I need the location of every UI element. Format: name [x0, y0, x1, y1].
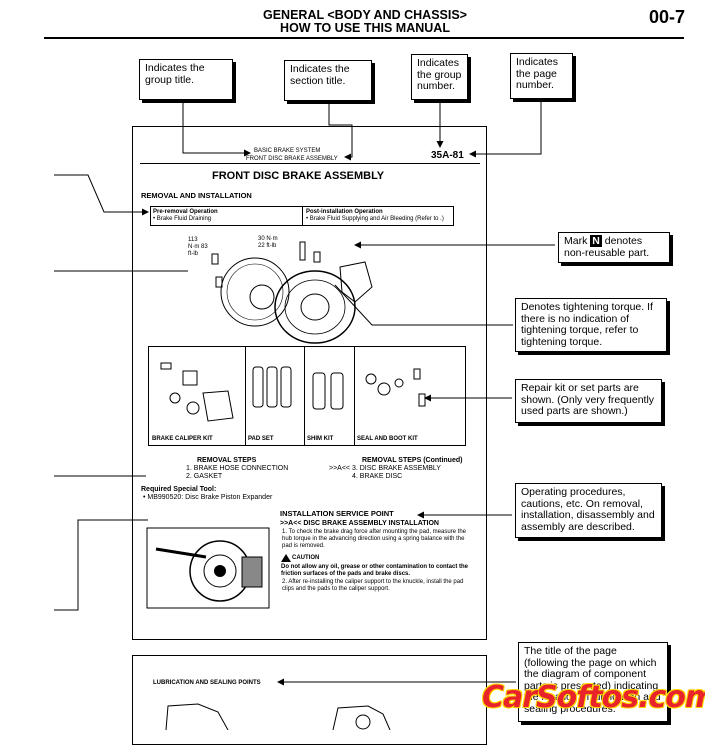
kit-label-pad: PAD SET [248, 436, 274, 442]
pre-op-item: • Brake Fluid Draining [153, 216, 212, 222]
header-title: GENERAL <BODY AND CHASSIS> HOW TO USE TH… [200, 9, 530, 35]
nonreusable-mark-icon: N [590, 235, 602, 247]
post-op-item: • Brake Fluid Supplying and Air Bleeding… [306, 216, 444, 222]
removal-step-1: 1. BRAKE HOSE CONNECTION [186, 465, 289, 472]
header-line2: HOW TO USE THIS MANUAL [280, 21, 450, 35]
callout-group-number: Indicates the group number. [411, 54, 468, 100]
header-line1: GENERAL <BODY AND CHASSIS> [263, 8, 467, 22]
page-number: 00-7 [648, 7, 685, 27]
isp-head: INSTALLATION SERVICE POINT [280, 509, 394, 518]
watermark-text: CarSoftos.com [482, 680, 705, 715]
sample-subtitle: REMOVAL AND INSTALLATION [141, 191, 252, 200]
caution-label: CAUTION [292, 555, 320, 561]
pad-set-drawing [252, 366, 292, 408]
kit-label-seal: SEAL AND BOOT KIT [357, 436, 418, 442]
watermark-logo: CarSoftos.com [482, 680, 705, 715]
post-op-head: Post-installation Operation [306, 209, 383, 215]
callout-procedures: Operating procedures, cautions, etc. On … [515, 483, 662, 538]
operation-table: Pre-removal Operation • Brake Fluid Drai… [150, 206, 454, 226]
torque-label-1: 113 N·m 83 ft-lb [188, 237, 208, 257]
torque-label-2: 30 N·m 22 ft-lb [258, 236, 278, 249]
isp-text-1: 1. To check the brake drag force after m… [282, 529, 466, 549]
seal-kit-drawing [365, 368, 426, 407]
nonreusable-pre: Mark [564, 235, 588, 247]
removal-step-2: 2. GASKET [186, 473, 223, 480]
kit-label-caliper: BRAKE CALIPER KIT [152, 436, 213, 442]
removal-step-4: 4. BRAKE DISC [352, 473, 403, 480]
callout-repair-kit: Repair kit or set parts are shown. (Only… [515, 379, 662, 423]
caliper-kit-drawing [160, 362, 234, 422]
callout-nonreusable: Mark N denotes non-reusable part. [558, 232, 670, 263]
callout-torque: Denotes tightening torque. If there is n… [515, 298, 667, 352]
header-divider [44, 37, 684, 39]
hub-torque-illustration [146, 527, 270, 609]
isp-text-2: 2. After re-installing the caliper suppo… [282, 579, 464, 592]
removal-steps-cont-head: REMOVAL STEPS (Continued) [362, 457, 463, 464]
isp-sub: >>A<< DISC BRAKE ASSEMBLY INSTALLATION [280, 520, 439, 527]
callout-page-title: The title of the page (following the pag… [518, 642, 668, 722]
sample-section: FRONT DISC BRAKE ASSEMBLY [246, 156, 338, 162]
callout-section-title: Indicates the section title. [284, 60, 372, 101]
kit-divider-3 [354, 347, 355, 445]
table-divider [302, 207, 303, 225]
brake-assembly-illustration [211, 241, 373, 344]
sample-group: BASIC BRAKE SYSTEM [254, 148, 321, 154]
special-tool-head: Required Special Tool: [141, 486, 217, 493]
kit-label-shim: SHIM KIT [307, 436, 334, 442]
caution-icon [281, 554, 291, 562]
repair-kit-panel: BRAKE CALIPER KIT PAD SET SHIM KIT SEAL … [148, 346, 466, 446]
sample-title: FRONT DISC BRAKE ASSEMBLY [212, 170, 385, 182]
sample-title-rule [140, 163, 480, 164]
leader-lines [54, 101, 555, 686]
sample-page-code: 35A-81 [431, 150, 464, 161]
caution-text: Do not allow any oil, grease or other co… [281, 564, 469, 577]
pre-op-head: Pre-removal Operation [153, 209, 218, 215]
callout-page-number: Indicates the page number. [510, 53, 573, 99]
kit-divider-1 [245, 347, 246, 445]
special-tool-item: • MB990520: Disc Brake Piston Expander [143, 494, 273, 501]
removal-steps-head: REMOVAL STEPS [197, 457, 257, 464]
shim-kit-drawing [312, 372, 344, 410]
callout-group-title: Indicates the group title. [139, 59, 233, 100]
removal-step-3: >>A<< 3. DISC BRAKE ASSEMBLY [329, 465, 441, 472]
nonreusable-post: denotes non-reusable part. [564, 235, 650, 259]
second-page-title: LUBRICATION AND SEALING POINTS [153, 680, 261, 686]
kit-divider-2 [304, 347, 305, 445]
